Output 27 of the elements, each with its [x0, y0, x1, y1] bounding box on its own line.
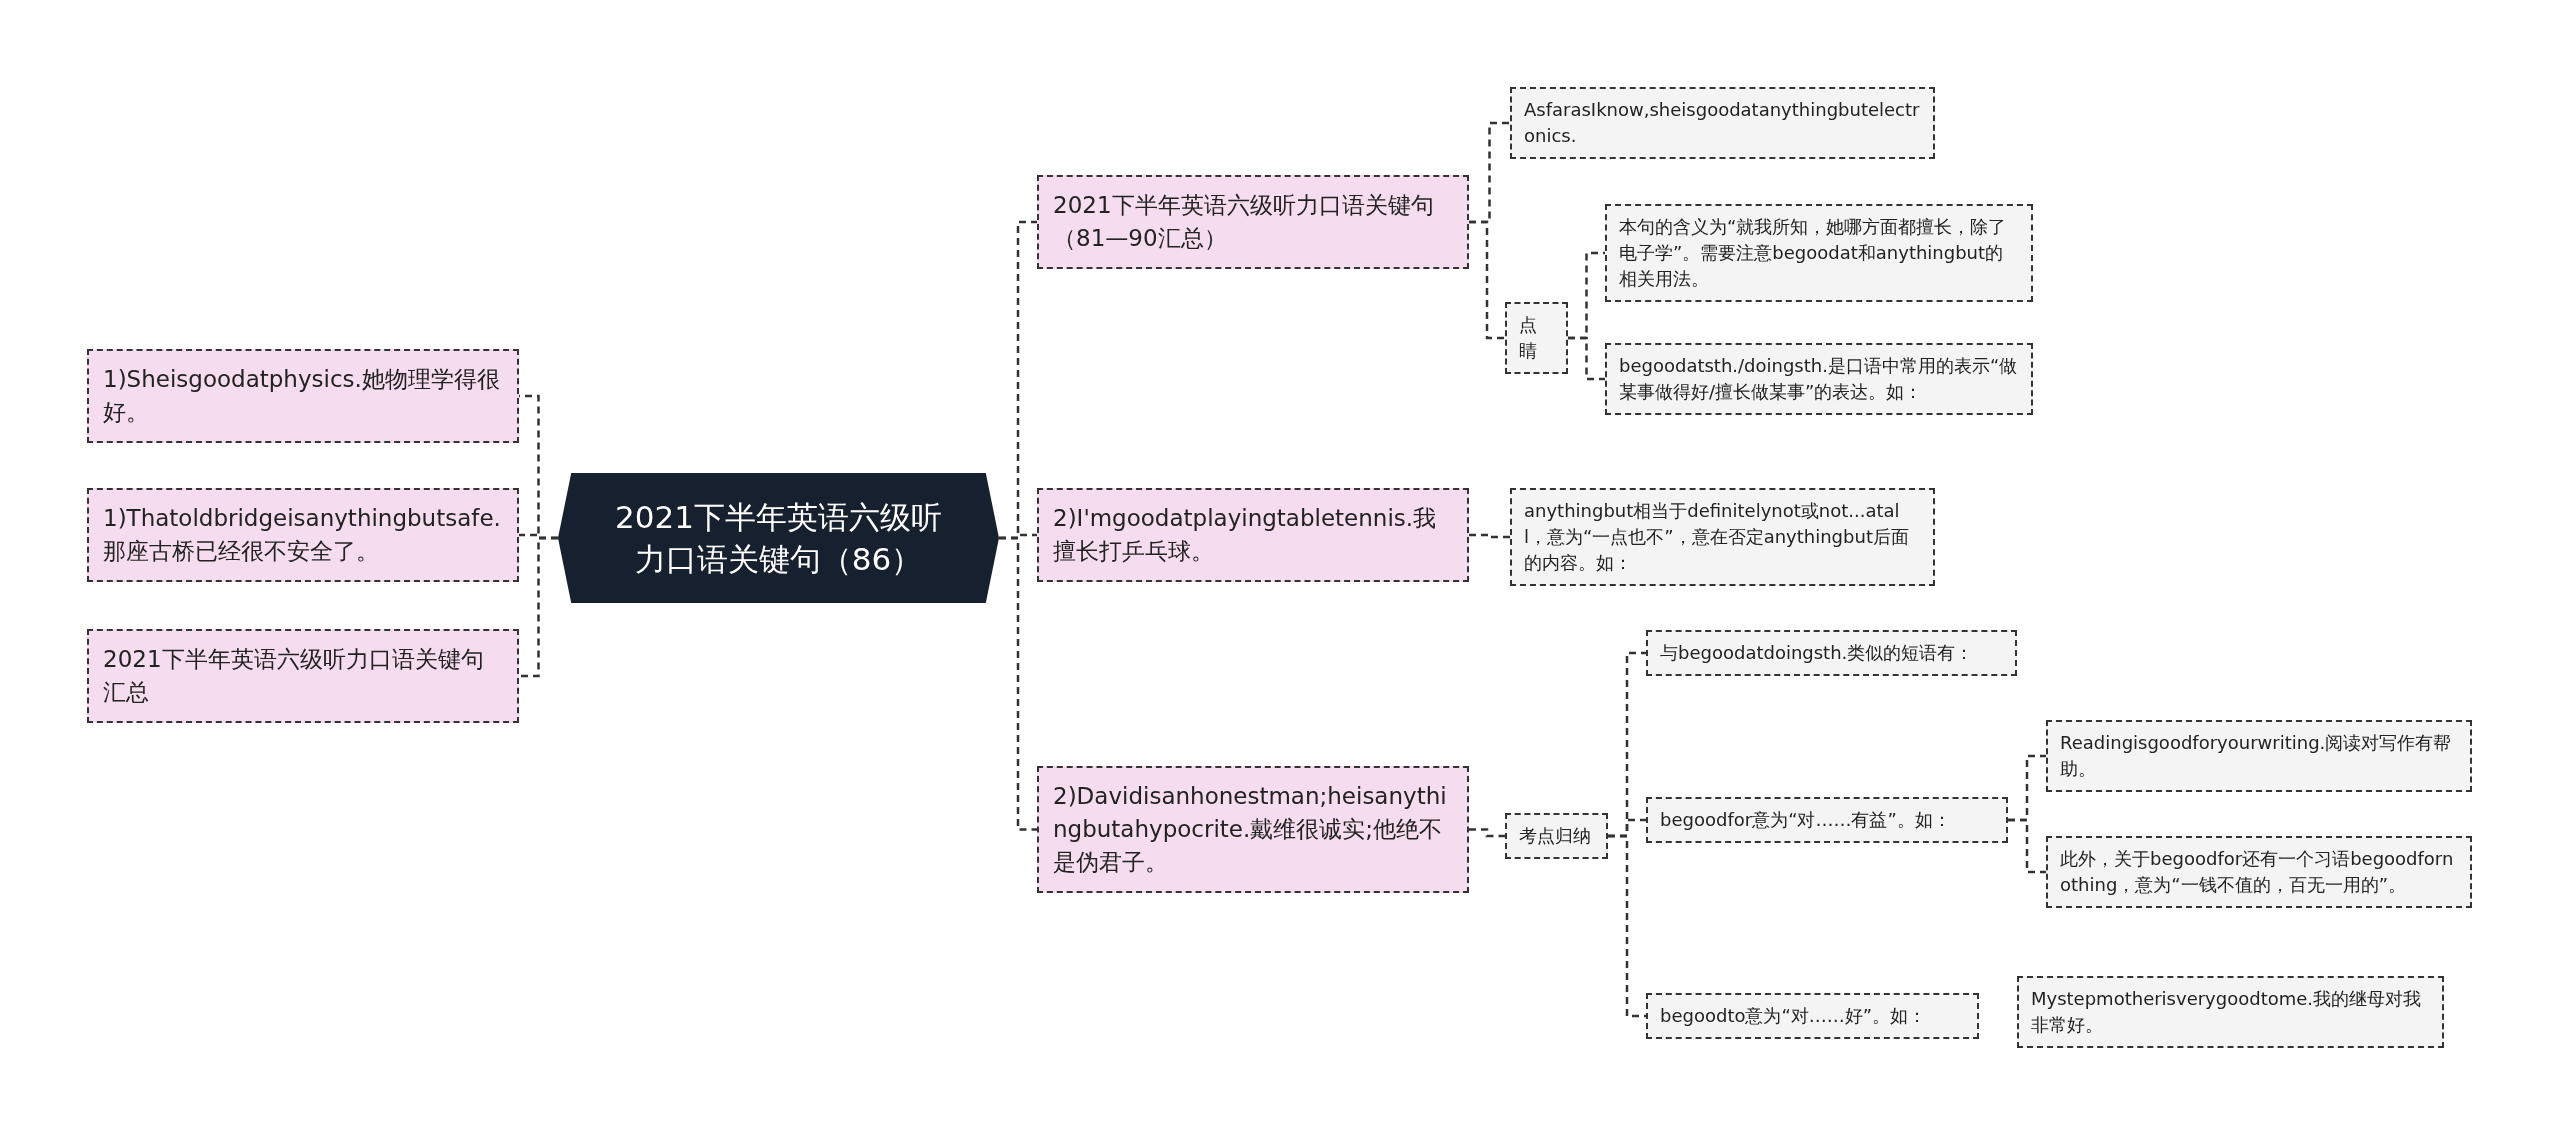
topic-box: 2)Davidisanhonestman;heisanythingbutahypocrite.戴维很诚实;他绝不是伪君子。: [1037, 766, 1469, 893]
topic-box: 2)I'mgoodatplayingtabletennis.我擅长打乒乓球。: [1037, 488, 1469, 582]
topic-box: 2021下半年英语六级听力口语关键句（81—90汇总）: [1037, 175, 1469, 269]
note-box: 点睛: [1505, 302, 1568, 374]
topic-box: 2021下半年英语六级听力口语关键句汇总: [87, 629, 519, 723]
connector-line: [1469, 220, 1505, 340]
note-box: begoodfor意为“对……有益”。如：: [1646, 797, 2008, 843]
connector-line: [999, 536, 1037, 831]
note-box: Mystepmotherisverygoodtome.我的继母对我非常好。: [2017, 976, 2444, 1048]
note-box: 与begoodatdoingsth.类似的短语有：: [1646, 630, 2017, 676]
central-topic-box: 2021下半年英语六级听力口语关键句（86）: [558, 473, 999, 603]
note-box: 考点归纳: [1505, 813, 1608, 859]
connector-line: [1608, 834, 1646, 1018]
note-box: 此外，关于begoodfor还有一个习语begoodfornothing，意为“一钱不值的，百无一用的”。: [2046, 836, 2472, 908]
connector-line: [519, 536, 558, 678]
note-box: 本句的含义为“就我所知，她哪方面都擅长，除了电子学”。需要注意begoodat和anythingbut的相关用法。: [1605, 204, 2033, 302]
topic-box: 1)Sheisgoodatphysics.她物理学得很好。: [87, 349, 519, 443]
connector-line: [2008, 818, 2046, 874]
topic-box: 1)Thatoldbridgeisanythingbutsafe.那座古桥已经很不安全了。: [87, 488, 519, 582]
connector-line: [1469, 533, 1510, 539]
connector-line: [1568, 336, 1605, 381]
note-box: AsfarasIknow,sheisgoodatanythingbutelectronics.: [1510, 87, 1935, 159]
note-box: anythingbut相当于definitelynot或not...atall，意为“一点也不”，意在否定anythingbut后面的内容。如：: [1510, 488, 1935, 586]
connector-line: [1469, 828, 1505, 838]
note-box: Readingisgoodforyourwriting.阅读对写作有帮助。: [2046, 720, 2472, 792]
note-box: begoodto意为“对……好”。如：: [1646, 993, 1979, 1039]
note-box: begoodatsth./doingsth.是口语中常用的表示“做某事做得好/擅长做某事”的表达。如：: [1605, 343, 2033, 415]
